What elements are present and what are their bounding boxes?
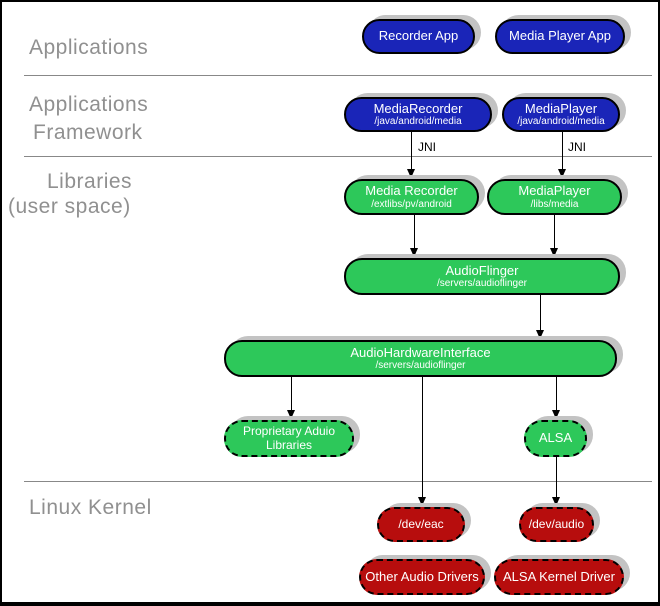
node-subtitle: /servers/audioflinger <box>436 278 528 290</box>
arrow-head <box>552 497 560 506</box>
node-other-audio-drivers: Other Audio Drivers <box>359 559 485 595</box>
edge-mediarecorder-jni <box>411 132 412 170</box>
node-media-player-app: Media Player App <box>495 19 625 54</box>
node-title: ALSA Kernel Driver <box>503 568 615 584</box>
node-title: Recorder App <box>378 28 459 44</box>
arrow-head <box>550 248 558 257</box>
edge-alsa-dev-audio <box>556 457 557 497</box>
node-subtitle: /servers/audioflinger <box>375 360 466 372</box>
layer-divider-kernel <box>24 481 652 482</box>
node-title: ALSA <box>538 430 573 446</box>
layer-label-framework-line1: Applications <box>29 93 149 116</box>
layer-divider-framework <box>24 156 652 157</box>
node-title: Other Audio Drivers <box>365 568 479 584</box>
layer-label-libraries-line2: (user space) <box>8 195 131 218</box>
arrow-head <box>552 410 560 419</box>
layer-divider-applications <box>24 75 652 76</box>
arrow-head <box>418 497 426 506</box>
node-title: Media Player App <box>509 28 611 44</box>
node-mediarecorder-framework: MediaRecorder /java/android/media <box>344 97 492 132</box>
node-recorder-app: Recorder App <box>362 19 475 54</box>
node-alsa-kernel-driver: ALSA Kernel Driver <box>494 559 624 595</box>
node-title: Media Recorder <box>365 183 458 199</box>
node-title: /dev/audio <box>528 516 585 531</box>
node-title: MediaPlayer <box>518 183 591 199</box>
arrow-head <box>410 248 418 257</box>
node-subtitle: /libs/media <box>530 198 579 210</box>
jni-label-right: JNI <box>568 140 586 154</box>
layer-label-libraries-line1: Libraries <box>47 170 133 193</box>
node-title: /dev/eac <box>398 516 444 531</box>
edge-ahi-proprietary <box>291 377 292 410</box>
node-subtitle: /java/android/media <box>374 116 462 128</box>
edge-ahi-dev-eac <box>422 377 423 497</box>
arrow-head <box>536 330 544 339</box>
node-mediaplayer-framework: MediaPlayer /java/android/media <box>502 97 620 132</box>
node-title: AudioFlinger <box>445 262 519 278</box>
arrow-head <box>558 169 566 178</box>
node-subtitle: /extlibs/pv/android <box>371 198 452 210</box>
node-dev-eac: /dev/eac <box>377 507 465 542</box>
node-proprietary-audio-libraries: Proprietary Aduio Libraries <box>224 420 354 457</box>
node-audioflinger: AudioFlinger /servers/audioflinger <box>344 258 620 295</box>
node-dev-audio: /dev/audio <box>519 507 594 542</box>
node-title: MediaPlayer <box>524 100 598 116</box>
node-title: MediaRecorder <box>373 100 463 116</box>
edge-audioflinger-ahi <box>540 295 541 330</box>
node-subtitle: /java/android/media <box>517 116 605 128</box>
layer-label-framework-line2: Framework <box>33 121 143 144</box>
node-mediaplayer-lib: MediaPlayer /libs/media <box>487 179 622 215</box>
edge-mediaplayer-jni <box>562 132 563 170</box>
edge-mediaplayer-audioflinger <box>554 215 555 248</box>
node-title: AudioHardwareInterface <box>350 344 491 360</box>
layer-label-linux-kernel: Linux Kernel <box>29 496 152 519</box>
edge-ahi-alsa <box>556 377 557 410</box>
jni-label-left: JNI <box>418 140 436 154</box>
edge-mediarecorder-audioflinger <box>414 215 415 248</box>
layer-label-applications: Applications <box>29 36 149 59</box>
node-media-recorder-lib: Media Recorder /extlibs/pv/android <box>344 179 479 215</box>
node-audio-hardware-interface: AudioHardwareInterface /servers/audiofli… <box>224 340 617 377</box>
arrow-head <box>287 410 295 419</box>
node-title: Proprietary Aduio Libraries <box>242 424 336 452</box>
arrow-head <box>407 169 415 178</box>
node-alsa: ALSA <box>524 420 587 457</box>
